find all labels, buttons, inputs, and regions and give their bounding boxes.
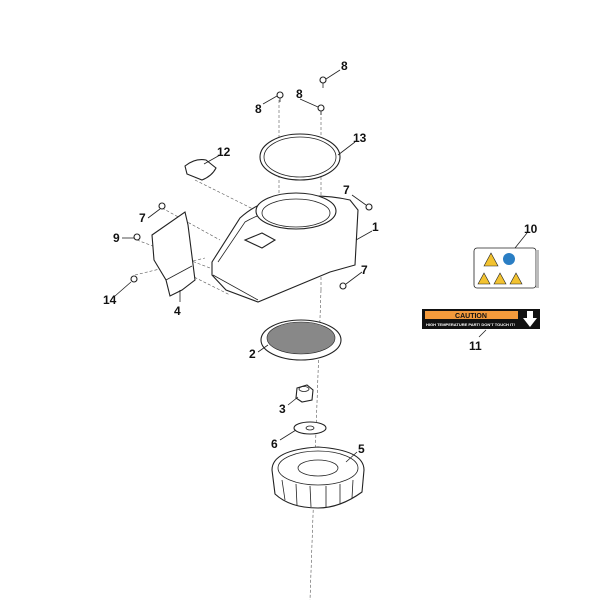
callout-9: 9 (113, 231, 120, 245)
callout-3: 3 (279, 402, 286, 416)
arrow-down-icon (523, 311, 537, 327)
callout-14: 14 (103, 293, 117, 307)
nut-3[interactable] (295, 384, 314, 403)
screw-14[interactable] (130, 275, 138, 283)
callouts: 8 8 8 13 12 7 1 7 9 7 14 4 2 3 6 5 10 11 (103, 59, 538, 456)
callout-1: 1 (372, 220, 379, 234)
screw-9[interactable] (133, 233, 141, 241)
washer-6[interactable] (293, 421, 327, 435)
callout-10: 10 (524, 222, 538, 236)
callout-8: 8 (296, 87, 303, 101)
screw-7-right-top[interactable] (365, 203, 373, 211)
screen-2[interactable] (260, 319, 342, 361)
leader-lines (114, 69, 528, 463)
screw-8-a[interactable] (319, 76, 327, 88)
warning-decal-10[interactable] (473, 247, 539, 289)
screw-7-left[interactable] (158, 202, 166, 210)
caution-heading: CAUTION (455, 313, 487, 320)
screw-8-c[interactable] (276, 91, 284, 102)
flywheel-5[interactable] (271, 446, 365, 509)
hand-injury-icon (509, 272, 523, 285)
screw-8-b[interactable] (317, 104, 325, 115)
callout-8: 8 (255, 102, 262, 116)
callout-4: 4 (174, 304, 181, 318)
ring-13[interactable] (259, 133, 341, 181)
callout-7: 7 (361, 263, 368, 277)
fan-housing-1[interactable] (211, 192, 359, 303)
callout-5: 5 (358, 442, 365, 456)
callout-2: 2 (249, 347, 256, 361)
read-manual-icon (503, 253, 515, 265)
callout-7: 7 (343, 183, 350, 197)
callout-12: 12 (217, 145, 231, 159)
callout-6: 6 (271, 437, 278, 451)
callout-7: 7 (139, 211, 146, 225)
warning-icon (483, 252, 499, 267)
hot-surface-icon (477, 272, 491, 285)
guard-4[interactable] (151, 211, 196, 297)
callout-11: 11 (469, 339, 482, 353)
screw-7-right-bottom[interactable] (339, 282, 347, 290)
hand-crush-icon (493, 272, 507, 285)
callout-13: 13 (353, 131, 367, 145)
cover-12[interactable] (184, 159, 217, 181)
caution-decal-11[interactable]: CAUTION HIGH TEMPERATURE PART! DON'T TOU… (422, 309, 540, 329)
callout-8: 8 (341, 59, 348, 73)
caution-message: HIGH TEMPERATURE PART! DON'T TOUCH IT! (426, 322, 515, 327)
